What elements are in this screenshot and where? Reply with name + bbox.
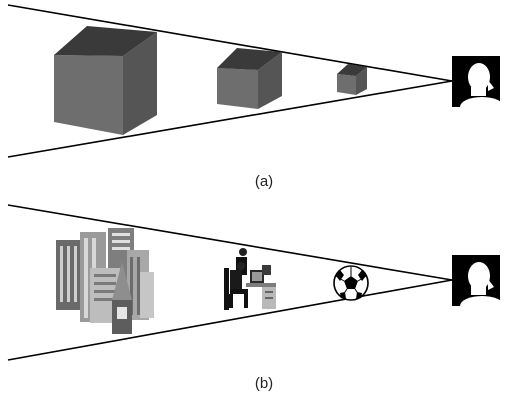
medium-cube <box>217 48 282 109</box>
head-silhouette-icon <box>452 56 500 107</box>
sight-line-upper-a <box>7 4 453 82</box>
people-at-desk <box>224 248 276 310</box>
sight-line-lower-a <box>7 80 453 158</box>
sight-line-upper-b <box>7 204 453 281</box>
sight-line-lower-b <box>7 279 453 361</box>
panel-b-caption: (b) <box>254 375 274 392</box>
panel-a-caption: (a) <box>254 173 274 190</box>
panel-b <box>7 204 500 361</box>
city-buildings <box>56 228 154 334</box>
large-cube <box>54 26 157 135</box>
panel-a <box>7 4 500 158</box>
soccer-ball <box>333 265 369 301</box>
small-cube <box>337 64 367 95</box>
head-silhouette-icon <box>452 255 500 306</box>
